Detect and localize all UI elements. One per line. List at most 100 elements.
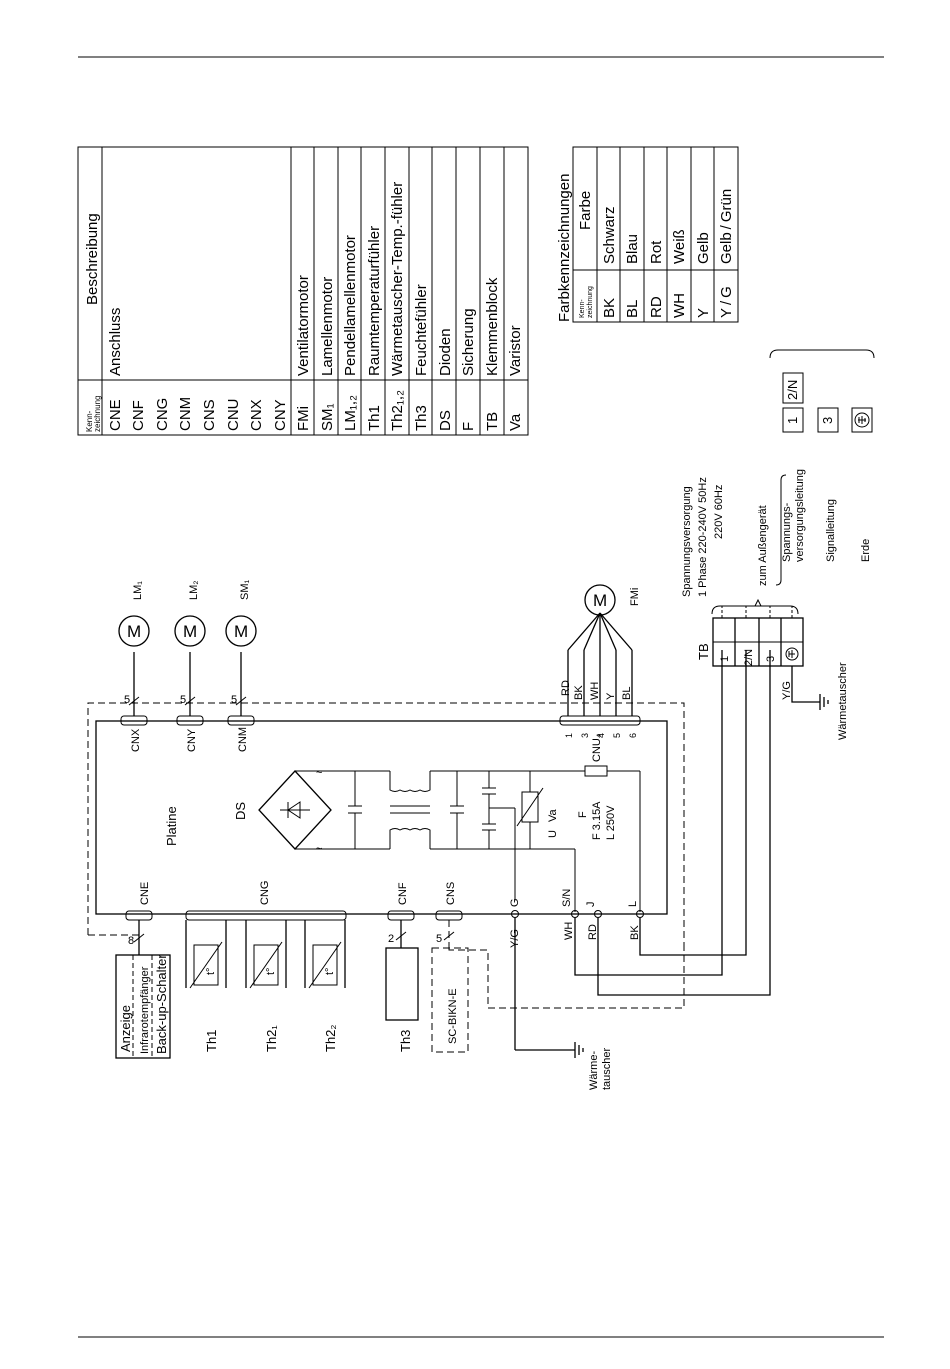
code-ds: DS	[437, 410, 454, 431]
tb-yg-label: Y/G	[781, 681, 793, 700]
color-name-yg: Gelb / Grün	[718, 189, 735, 264]
cns-label: CNS	[445, 882, 457, 905]
heat-exchanger-bottom-2: tauscher	[601, 1047, 613, 1090]
code-cnf: CNF	[130, 400, 147, 431]
sensor-th3: Th3	[385, 947, 419, 1052]
color-header-color: Farbe	[577, 191, 594, 230]
color-code-bl: BL	[624, 300, 641, 318]
fan-wire-bl: BL	[621, 687, 633, 700]
connector-cne: CNE 8	[125, 882, 153, 955]
cnm-label: CNM	[237, 727, 249, 752]
sc-box-label: SC-BIKN-E	[447, 988, 459, 1044]
fuse-label: F	[577, 811, 589, 818]
terminal-g: G	[509, 898, 521, 907]
connector-cnf: CNF 2	[387, 882, 415, 948]
th22-mark: t°	[324, 968, 336, 975]
color-header-code-2: zeichnung	[587, 286, 594, 318]
code-cnu: CNU	[225, 399, 242, 432]
sensor-th21: t° Th2₁	[245, 920, 287, 1052]
connector-cny: 5 CNY	[176, 652, 204, 752]
tb-label: TB	[696, 643, 711, 660]
cnu-pin-3: 3	[580, 733, 590, 738]
desc-va: Varistor	[507, 325, 524, 376]
heat-exchanger-bottom-1: Wärme-	[588, 1051, 600, 1090]
motor-lm1-label: LM₁	[132, 581, 144, 600]
fan-wire-rd: RD	[560, 680, 572, 696]
svg-text:~: ~	[316, 767, 322, 779]
code-th1: Th1	[366, 405, 383, 431]
color-header-code-1: Kenn-	[579, 299, 586, 318]
legend-key-3: 3	[820, 417, 835, 424]
color-table-title: Farbkennzeichnungen	[556, 174, 573, 322]
display-box: Anzeige Infrarotempfänger Back-up-Schalt…	[115, 954, 171, 1059]
th3-label: Th3	[398, 1030, 413, 1052]
desc-ds: Dioden	[437, 328, 454, 376]
tb-terminal-2n: 2/N	[743, 649, 755, 666]
wire-rd-label: RD	[587, 924, 599, 940]
board-terminals: G S/N J L Y/G WH RD BK	[509, 889, 644, 948]
code-lm: LM₁,₂	[342, 395, 359, 431]
varistor-u-label: U	[547, 830, 559, 838]
cnm-wire-count: 5	[231, 694, 237, 706]
tb-earth-icon	[785, 647, 799, 661]
desc-th3: Feuchtefühler	[413, 284, 430, 376]
color-name-y: Gelb	[695, 232, 712, 264]
connector-cng: CNG	[185, 881, 347, 921]
cnx-wire-count: 5	[124, 694, 130, 706]
terminal-block: TB 1 2/N 3 Y/G Wärmetauscher	[696, 606, 849, 740]
desc-th1: Raumtemperaturfühler	[366, 226, 383, 376]
desc-fmi: Ventilatormotor	[295, 275, 312, 376]
th21-mark: t°	[265, 968, 277, 975]
board-label: Platine	[164, 806, 179, 846]
heat-exchanger-right: Wärmetauscher	[837, 662, 849, 740]
desc-header-code-1: Kenn-	[85, 410, 94, 432]
fan-wire-y: Y	[605, 692, 617, 700]
desc-lm: Pendellamellenmotor	[342, 235, 359, 376]
earth-wire-bottom: Wärme- tauscher	[514, 918, 613, 1090]
display-infrared: Infrarotempfänger	[139, 966, 151, 1054]
cnu-pin-6: 6	[628, 733, 638, 738]
outdoor-unit-label: zum Außengerät	[757, 505, 769, 586]
terminal-l: L	[627, 901, 639, 907]
code-tb: TB	[484, 412, 501, 431]
connector-cns: CNS 5	[435, 882, 463, 948]
display-backup: Back-up-Schalter	[154, 954, 169, 1054]
terminal-j: J	[585, 902, 597, 908]
cnu-pin-1: 1	[564, 733, 574, 738]
choke-coil-bottom	[389, 828, 431, 849]
cng-label: CNG	[259, 881, 271, 905]
cns-dashed-wire	[448, 945, 685, 1009]
desc-th2: Wärmetauscher-Temp.-fühler	[389, 182, 406, 376]
color-code-rd: RD	[648, 296, 665, 318]
code-th2: Th2₁,₂	[389, 390, 406, 431]
display-anzeige: Anzeige	[118, 1005, 133, 1052]
color-name-bk: Schwarz	[601, 206, 618, 264]
desc-connector: Anschluss	[107, 308, 124, 376]
connector-cnu: RD BK WH Y BL 1 3 4 5 6 CNU₄	[559, 612, 641, 762]
supply-line-1: Spannungs-	[781, 502, 793, 562]
cne-label: CNE	[139, 882, 151, 905]
code-cne: CNE	[107, 399, 124, 431]
connector-cnm: 5 CNM	[227, 652, 255, 752]
signal-line-label: Signalleitung	[825, 499, 837, 562]
color-code-yg: Y / G	[718, 286, 735, 318]
code-th3: Th3	[413, 405, 430, 431]
terminal-sn: S/N	[561, 889, 573, 907]
color-name-bl: Blau	[624, 234, 641, 264]
motor-sm1: M SM₁	[225, 580, 257, 647]
fan-wire-wh: WH	[589, 682, 601, 700]
code-f: F	[460, 422, 477, 431]
cnf-wire-count: 2	[388, 933, 394, 945]
earth-label: Erde	[860, 539, 872, 562]
code-cns: CNS	[201, 399, 218, 431]
motor-sm1-label: SM₁	[239, 580, 251, 601]
cny-label: CNY	[186, 728, 198, 752]
main-board	[95, 720, 668, 915]
code-cny: CNY	[272, 399, 289, 431]
cnu-label: CNU₄	[591, 733, 603, 762]
motor-symbol: M	[234, 622, 248, 641]
sensor-th22: t° Th2₂	[304, 920, 346, 1052]
varistor-label: Va	[547, 808, 559, 822]
fan-wire-bk: BK	[573, 685, 585, 700]
